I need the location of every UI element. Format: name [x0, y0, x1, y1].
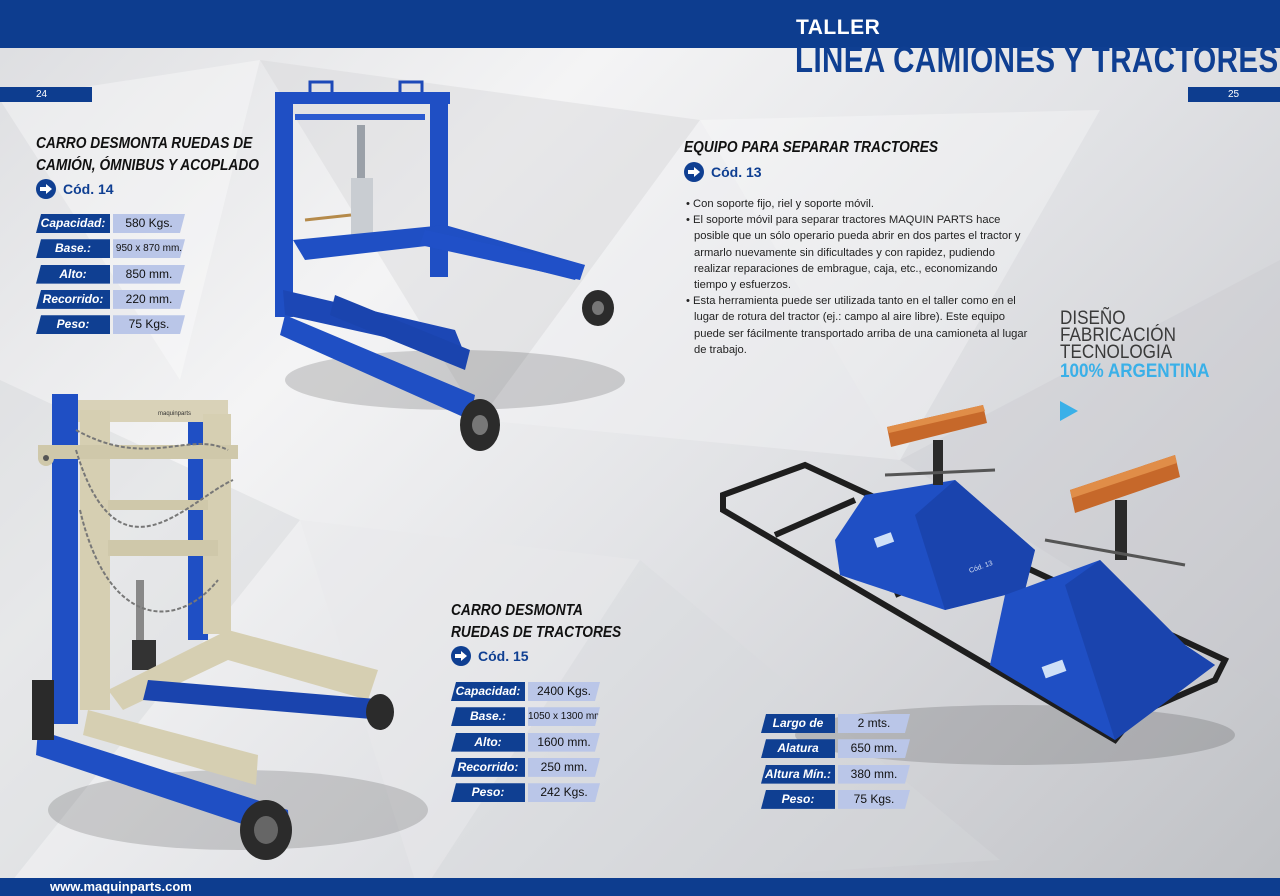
spec-label: Peso: — [36, 315, 110, 335]
spec-label: Largo de Riel: — [761, 714, 835, 733]
brand-line-3: TECNOLOGIA — [1060, 342, 1173, 363]
footer-band — [0, 878, 1280, 896]
spec-label: Alto: — [451, 732, 525, 752]
product-15-specs: Capacidad:2400 Kgs. Base.:1050 x 1300 mm… — [451, 682, 600, 808]
product-15-code-text: Cód. 15 — [478, 648, 529, 664]
product-15-image: maquinparts — [32, 394, 428, 860]
spec-row: Recorrido:250 mm. — [451, 757, 600, 777]
play-icon — [1060, 401, 1078, 421]
spec-label: Recorrido: — [36, 289, 110, 309]
product-14-code-text: Cód. 14 — [63, 181, 114, 197]
spec-row: Peso:242 Kgs. — [451, 783, 600, 803]
brand-block: DISEÑO FABRICACIÓN TECNOLOGIA 100% ARGEN… — [1060, 308, 1226, 383]
description-bullet: • Con soporte fijo, riel y soporte móvil… — [686, 198, 874, 210]
spec-label: Alto: — [36, 264, 110, 284]
product-15-code: Cód. 15 — [451, 646, 529, 666]
spec-row: Alto:850 mm. — [36, 264, 185, 284]
product-14-title-line-2: CAMIÓN, ÓMNIBUS Y ACOPLADO — [36, 157, 259, 174]
product-13-specs: Largo de Riel:2 mts. Alatura Máx.:650 mm… — [761, 714, 910, 815]
spec-value: 250 mm. — [528, 758, 600, 777]
spec-label: Peso: — [451, 783, 525, 803]
product-13-image: Cód. 13 — [720, 405, 1235, 765]
spec-value: 242 Kgs. — [528, 783, 600, 802]
product-15-title: CARRO DESMONTA RUEDAS DE TRACTORES — [451, 600, 621, 644]
spec-value: 220 mm. — [113, 290, 185, 309]
spec-value: 2400 Kgs. — [528, 682, 600, 701]
description-text: El soporte móvil para separar tractores … — [693, 214, 1021, 292]
brand-line-2: FABRICACIÓN — [1060, 325, 1176, 346]
description-bullet: • Esta herramienta puede ser utilizada t… — [686, 295, 1028, 356]
website-link[interactable]: www.maquinparts.com — [50, 879, 192, 894]
product-13-code-text: Cód. 13 — [711, 164, 762, 180]
page-title: LINEA CAMIONES Y TRACTORES — [795, 39, 1279, 80]
spec-row: Base.:1050 x 1300 mm. — [451, 707, 600, 727]
product-13-description: • Con soporte fijo, riel y soporte móvil… — [684, 196, 1029, 358]
spec-row: Capacidad:2400 Kgs. — [451, 682, 600, 701]
spec-label: Capacidad: — [36, 214, 110, 233]
spec-row: Capacidad:580 Kgs. — [36, 214, 185, 233]
spec-value: 580 Kgs. — [113, 214, 185, 233]
spec-value: 1600 mm. — [528, 733, 600, 752]
product-13-title: EQUIPO PARA SEPARAR TRACTORES — [684, 137, 938, 159]
arrow-right-icon — [36, 179, 56, 199]
spec-row: Peso:75 Kgs. — [761, 789, 910, 809]
spec-row: Altura Mín.:380 mm. — [761, 764, 910, 784]
spec-label: Base.: — [36, 239, 110, 259]
spec-value: 650 mm. — [838, 739, 910, 758]
brand-line-1: DISEÑO — [1060, 308, 1126, 329]
spec-label: Peso: — [761, 789, 835, 809]
spec-row: Peso:75 Kgs. — [36, 315, 185, 335]
spec-row: Largo de Riel:2 mts. — [761, 714, 910, 733]
arrow-right-icon — [451, 646, 471, 666]
product-14-code: Cód. 14 — [36, 179, 114, 199]
product-15-title-line-2: RUEDAS DE TRACTORES — [451, 624, 622, 641]
product-14-title: CARRO DESMONTA RUEDAS DE CAMIÓN, ÓMNIBUS… — [36, 133, 259, 177]
spec-value: 380 mm. — [838, 765, 910, 784]
spec-label: Capacidad: — [451, 682, 525, 701]
spec-row: Alto:1600 mm. — [451, 732, 600, 752]
description-text: Con soporte fijo, riel y soporte móvil. — [693, 198, 874, 210]
spec-label: Base.: — [451, 707, 525, 727]
spec-label: Alatura Máx.: — [761, 739, 835, 759]
description-bullet: • El soporte móvil para separar tractore… — [686, 214, 1021, 292]
product-13-title-line-1: EQUIPO PARA SEPARAR TRACTORES — [684, 139, 939, 156]
product-13-code: Cód. 13 — [684, 162, 762, 182]
plate-text: maquinparts — [158, 411, 191, 417]
spec-label: Recorrido: — [451, 757, 525, 777]
arrow-right-icon — [684, 162, 704, 182]
spec-value: 2 mts. — [838, 714, 910, 733]
spec-label: Altura Mín.: — [761, 764, 835, 784]
header-band — [0, 0, 1280, 48]
spec-row: Recorrido:220 mm. — [36, 289, 185, 309]
spec-value: 1050 x 1300 mm. — [528, 707, 600, 726]
description-text: Esta herramienta puede ser utilizada tan… — [693, 295, 1028, 356]
product-14-title-line-1: CARRO DESMONTA RUEDAS DE — [36, 135, 253, 152]
spec-value: 850 mm. — [113, 265, 185, 284]
spec-row: Alatura Máx.:650 mm. — [761, 739, 910, 759]
spec-value: 75 Kgs. — [113, 315, 185, 334]
product-14-specs: Capacidad:580 Kgs. Base.:950 x 870 mm. A… — [36, 214, 185, 340]
product-15-title-line-1: CARRO DESMONTA — [451, 602, 583, 619]
brand-accent: 100% ARGENTINA — [1060, 361, 1210, 382]
section-title: TALLER — [796, 16, 881, 39]
spec-value: 950 x 870 mm. — [113, 239, 185, 258]
spec-row: Base.:950 x 870 mm. — [36, 239, 185, 259]
spec-value: 75 Kgs. — [838, 790, 910, 809]
product-14-image — [275, 80, 625, 451]
page-number-left: 24 — [0, 87, 92, 102]
page-number-right: 25 — [1188, 87, 1280, 102]
